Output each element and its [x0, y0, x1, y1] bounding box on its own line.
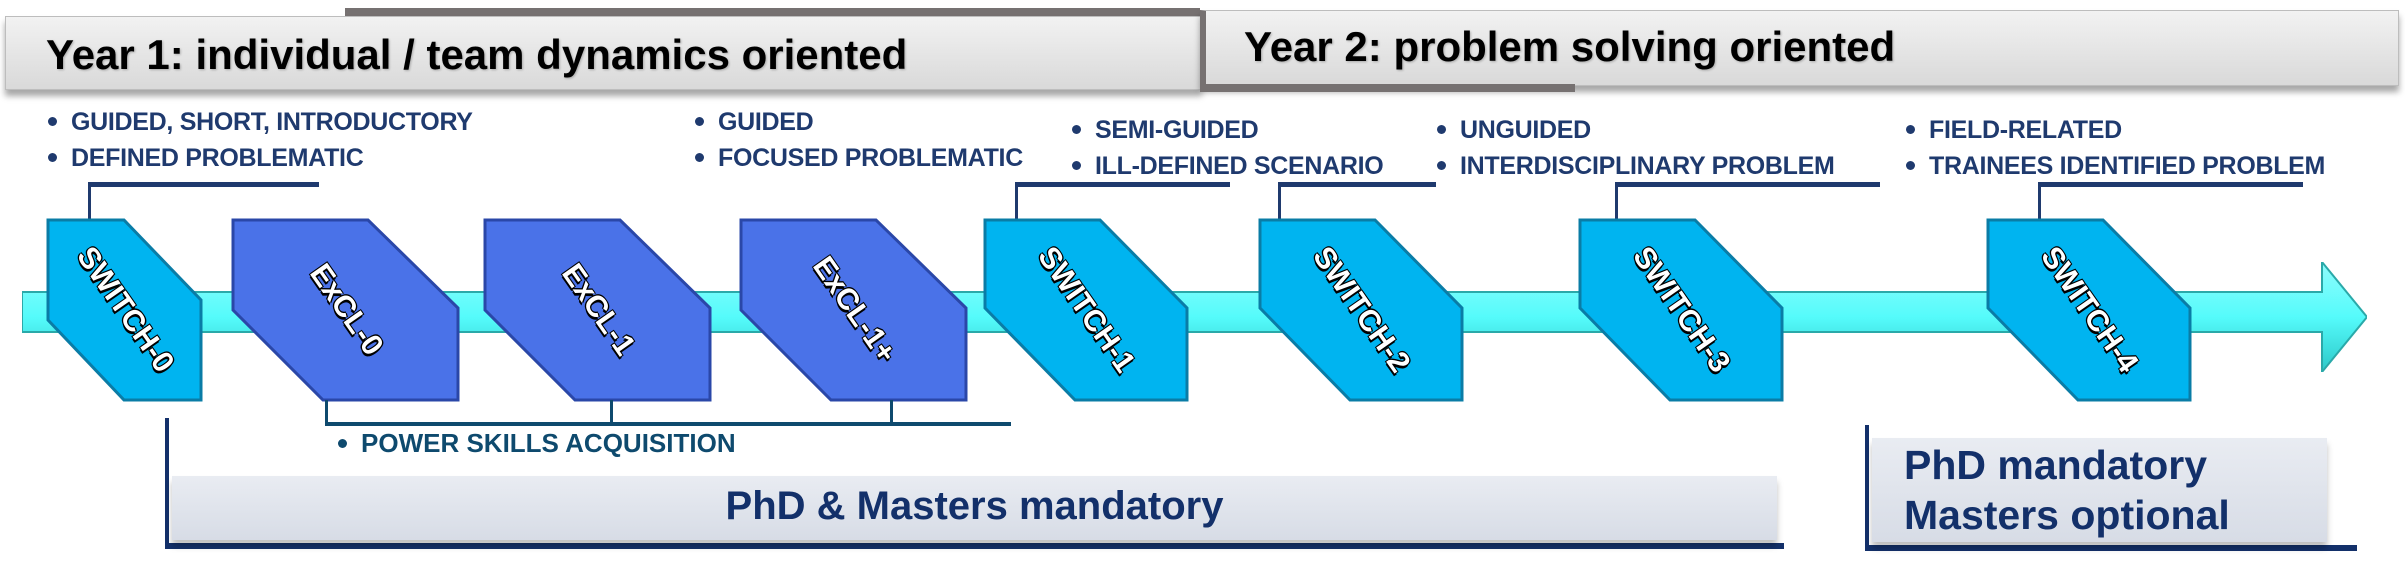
- phd-only-line2: Masters optional: [1904, 492, 2230, 538]
- connector-switch-3: [1615, 182, 1880, 229]
- step-excl-0[interactable]: ExCL-0: [231, 218, 460, 402]
- step-excl-1[interactable]: ExCL-1: [483, 218, 712, 402]
- annotation-item: GUIDED: [695, 104, 1023, 140]
- step-switch-4[interactable]: SWITCH-4: [1986, 218, 2192, 402]
- step-switch-1[interactable]: SWITCH-1: [983, 218, 1189, 402]
- annotation-item: SEMI-GUIDED: [1072, 112, 1383, 148]
- phd-only-bracket: [1865, 425, 2357, 551]
- step-switch-0[interactable]: SWITCH-0: [46, 218, 203, 402]
- step-switch-2[interactable]: SWITCH-2: [1258, 218, 1464, 402]
- power-skills-bracket: [325, 400, 1011, 426]
- excl-shape: [231, 218, 460, 402]
- annotation-item: UNGUIDED: [1437, 112, 1834, 148]
- year1-banner: Year 1: individual / team dynamics orien…: [5, 16, 1202, 90]
- bullet-icon: [695, 116, 704, 126]
- bullet-icon: [695, 152, 704, 162]
- phd-only-line1: PhD mandatory: [1904, 442, 2207, 488]
- connector-switch-0: [88, 182, 319, 229]
- excl-shape: [483, 218, 712, 402]
- bullet-icon: [48, 116, 57, 126]
- bullet-icon: [1437, 124, 1446, 134]
- annotation-item: TRAINEES IDENTIFIED PROBLEM: [1906, 148, 2325, 184]
- year1-title: Year 1: individual / team dynamics orien…: [46, 31, 908, 78]
- annotation-item: FIELD-RELATED: [1906, 112, 2325, 148]
- annotation-item: FOCUSED PROBLEMATIC: [695, 140, 1023, 176]
- bullet-icon: [1072, 160, 1081, 170]
- bullet-icon: [1906, 160, 1915, 170]
- step-excl-1plus[interactable]: ExCL-1+: [739, 218, 968, 402]
- bullet-icon: [1906, 124, 1915, 134]
- bullet-icon: [1437, 160, 1446, 170]
- mandatory-all-bar: PhD & Masters mandatory: [172, 476, 1777, 540]
- annotation-switch-4: FIELD-RELATED TRAINEES IDENTIFIED PROBLE…: [1906, 112, 2325, 184]
- bullet-icon: [48, 152, 57, 162]
- annotation-item: GUIDED, SHORT, INTRODUCTORY: [48, 104, 473, 140]
- annotation-switch-1: SEMI-GUIDED ILL-DEFINED SCENARIO: [1072, 112, 1384, 184]
- annotation-item: DEFINED PROBLEMATIC: [48, 140, 473, 176]
- switch-shape: [983, 218, 1189, 402]
- mandatory-all-bracket: [165, 418, 1784, 549]
- year2-banner: Year 2: problem solving oriented: [1200, 10, 2399, 86]
- annotation-item: INTERDISCIPLINARY PROBLEM: [1437, 148, 1835, 184]
- switch-shape: [1578, 218, 1784, 402]
- connector-switch-4: [2038, 182, 2303, 229]
- annotation-item: ILL-DEFINED SCENARIO: [1072, 148, 1384, 184]
- switch-shape: [1986, 218, 2192, 402]
- switch-shape: [46, 218, 203, 402]
- year2-banner-accent: [1200, 84, 1575, 92]
- annotation-excl-1plus: GUIDED FOCUSED PROBLEMATIC: [695, 104, 1023, 176]
- annotation-switch-0: GUIDED, SHORT, INTRODUCTORY DEFINED PROB…: [48, 104, 473, 176]
- power-skills-tick-excl-1: [610, 400, 613, 422]
- excl-shape: [739, 218, 968, 402]
- mandatory-all-label: PhD & Masters mandatory: [725, 484, 1224, 528]
- annotation-switch-3: UNGUIDED INTERDISCIPLINARY PROBLEM: [1437, 112, 1835, 184]
- year1-banner-accent: [345, 8, 1200, 18]
- phd-only-box: PhD mandatory Masters optional: [1872, 438, 2327, 542]
- bullet-icon: [338, 438, 347, 448]
- power-skills-label: POWER SKILLS ACQUISITION: [338, 428, 736, 459]
- switch-shape: [1258, 218, 1464, 402]
- step-switch-3[interactable]: SWITCH-3: [1578, 218, 1784, 402]
- year2-title: Year 2: problem solving oriented: [1244, 23, 1896, 70]
- connector-switch-2: [1278, 182, 1436, 219]
- power-skills-tick-excl-1plus: [890, 400, 893, 422]
- connector-switch-1: [1015, 182, 1230, 229]
- bullet-icon: [1072, 124, 1081, 134]
